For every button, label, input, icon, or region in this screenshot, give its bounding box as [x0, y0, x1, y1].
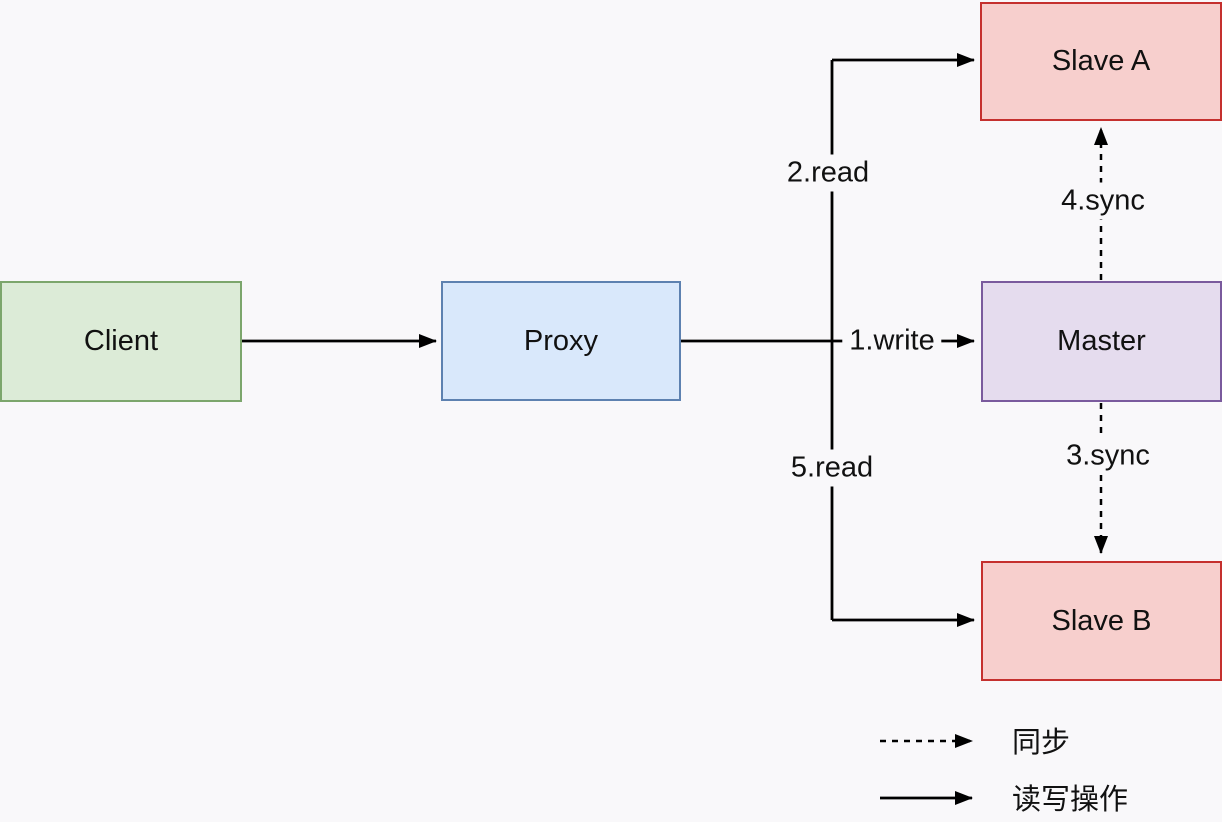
edge-label-1-write: 1.write — [842, 322, 942, 360]
edge-label-5-read: 5.read — [783, 449, 881, 487]
edge-label-2-read: 2.read — [779, 154, 877, 192]
master-node-label: Master — [1057, 325, 1146, 357]
proxy-node-label: Proxy — [523, 324, 599, 357]
legend-readwrite-label: 读写操作 — [1012, 784, 1129, 816]
slave-b-node: Slave B — [981, 561, 1222, 681]
client-node-label: Client — [83, 325, 159, 357]
edge-label-3-sync: 3.sync — [1059, 437, 1157, 475]
proxy-node: Proxy — [441, 281, 681, 401]
edge-label-4-sync: 4.sync — [1054, 182, 1152, 220]
slave-b-node-label: Slave B — [1051, 604, 1152, 637]
legend-sync-label: 同步 — [1012, 727, 1071, 759]
slave-a-node-label: Slave A — [1051, 45, 1151, 77]
client-node: Client — [0, 281, 242, 402]
slave-a-node: Slave A — [980, 2, 1222, 121]
master-node: Master — [981, 281, 1222, 402]
